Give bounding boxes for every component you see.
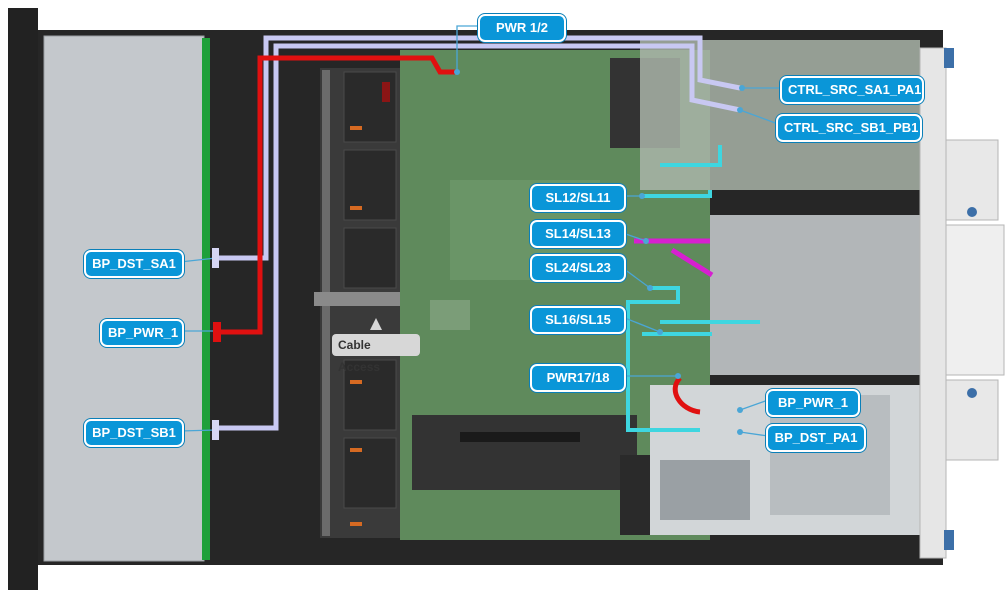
label-bp-dst-sa1: BP_DST_SA1 (84, 250, 184, 278)
rear-brackets (919, 47, 1005, 559)
label-bp-dst-sb1: BP_DST_SB1 (84, 419, 184, 447)
label-ctrl-src-sa1-pa1: CTRL_SRC_SA1_PA1 (780, 76, 924, 104)
label-bp-pwr-1-right: BP_PWR_1 (766, 389, 860, 417)
label-pwr17-18: PWR17/18 (530, 364, 626, 392)
label-sl16-sl15: SL16/SL15 (530, 306, 626, 334)
label-sl12-sl11: SL12/SL11 (530, 184, 626, 212)
label-cable-access: Cable Access (332, 334, 420, 374)
label-pwr-1-2: PWR 1/2 (478, 14, 566, 42)
backplane (202, 38, 210, 560)
label-bp-dst-pa1: BP_DST_PA1 (766, 424, 866, 452)
connector-markers (212, 69, 745, 440)
red-cables (220, 55, 701, 415)
leader-lines (179, 25, 782, 437)
cyan-cables (626, 145, 760, 432)
label-ctrl-src-sb1-pb1: CTRL_SRC_SB1_PB1 (776, 114, 922, 142)
drive-bay (43, 35, 205, 562)
label-sl24-sl23: SL24/SL23 (530, 254, 626, 282)
label-bp-pwr-1-left: BP_PWR_1 (100, 319, 184, 347)
front-bezel (8, 8, 38, 590)
label-sl14-sl13: SL14/SL13 (530, 220, 626, 248)
fan-section (314, 68, 444, 538)
